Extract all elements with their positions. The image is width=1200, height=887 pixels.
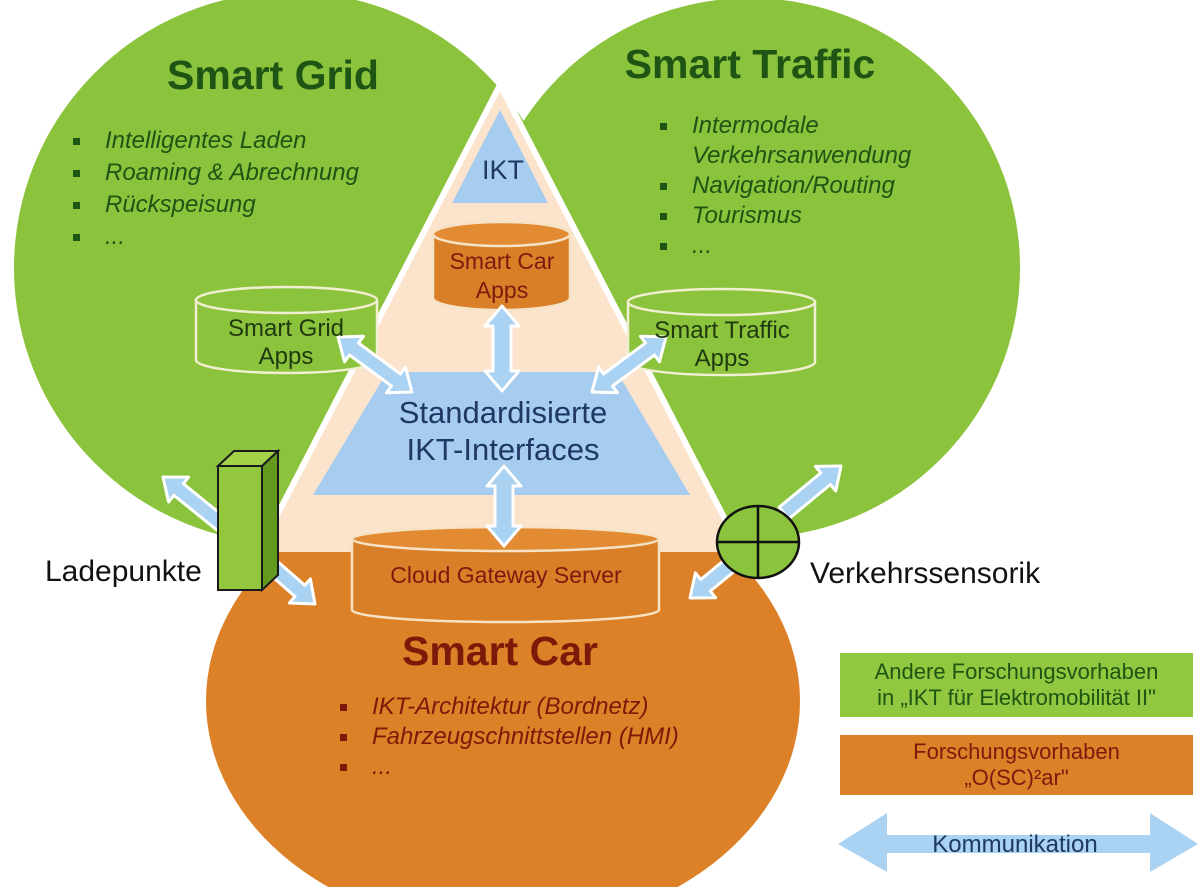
ikt-triangle — [452, 110, 548, 203]
bullet-icon — [340, 734, 347, 741]
legend-orange-line1: Forschungsvorhaben — [913, 739, 1120, 764]
smart-grid-title: Smart Grid — [167, 52, 379, 98]
list-item-label: Intelligentes Laden — [105, 127, 307, 154]
ikt-interfaces-line1: Standardisierte — [398, 395, 608, 430]
legend-oscar-project: Forschungsvorhaben „O(SC)²ar" — [840, 735, 1193, 795]
bullet-icon — [340, 704, 347, 711]
smart-traffic-apps-line1: Smart Traffic — [654, 317, 790, 344]
legend-green-line1: Andere Forschungsvorhaben — [874, 659, 1159, 684]
bullet-icon — [73, 202, 80, 209]
smart-traffic-list: Intermodale Verkehrsanwendung Navigation… — [660, 112, 911, 262]
list-item-label: Rückspeisung — [105, 191, 256, 218]
smart-traffic-title: Smart Traffic — [624, 41, 876, 87]
ikt-interfaces-trapezoid — [313, 372, 690, 495]
legend-other-projects: Andere Forschungsvorhaben in „IKT für El… — [840, 653, 1193, 717]
ikt-interfaces-line2: IKT-Interfaces — [406, 432, 600, 467]
list-item: Rückspeisung — [73, 191, 359, 223]
smart-grid-apps-top — [194, 285, 379, 315]
list-item: ... — [73, 223, 359, 255]
list-item-label: Fahrzeugschnittstellen (HMI) — [372, 723, 679, 750]
cloud-gateway-server-label: Cloud Gateway Server — [390, 562, 622, 588]
smart-grid-apps-cylinder — [194, 285, 379, 375]
bullet-icon — [73, 170, 80, 177]
charging-station-box-icon — [215, 448, 281, 593]
arrow-traffic-apps-interfaces-icon — [590, 334, 668, 395]
list-item: ... — [340, 753, 679, 783]
list-item-label: Navigation/Routing — [692, 172, 895, 199]
list-item-label: Intermodale — [692, 112, 819, 139]
smart-traffic-apps-top — [626, 287, 817, 317]
list-item: IKT-Architektur (Bordnetz) — [340, 693, 679, 723]
verkehrssensorik-label: Verkehrssensorik — [810, 557, 1041, 590]
charging-box-front — [217, 465, 263, 591]
list-item-label: IKT-Architektur (Bordnetz) — [372, 693, 649, 720]
bullet-icon — [73, 138, 80, 145]
list-item: Intelligentes Laden — [73, 127, 359, 159]
smart-grid-apps-line1: Smart Grid — [227, 315, 344, 342]
bullet-icon — [340, 764, 347, 771]
legend-orange-line2: „O(SC)²ar" — [964, 765, 1069, 790]
charging-box-side — [261, 448, 279, 593]
smart-car-apps-cylinder — [431, 220, 572, 312]
list-item-label: Tourismus — [692, 202, 802, 229]
bullet-icon — [660, 213, 667, 220]
smart-car-list: IKT-Architektur (Bordnetz) Fahrzeugschni… — [340, 693, 679, 783]
smart-car-apps-line2: Apps — [475, 277, 529, 303]
smart-car-apps-label: Smart Car Apps — [422, 247, 582, 305]
smart-grid-apps-label: Smart Grid Apps — [191, 315, 381, 371]
list-item: Verkehrsanwendung — [660, 142, 911, 172]
list-item: Navigation/Routing — [660, 172, 911, 202]
cloud-gateway-body — [350, 537, 661, 624]
list-item-label: ... — [372, 753, 393, 780]
arrow-interfaces-gateway-icon — [485, 464, 523, 548]
list-item: Intermodale — [660, 112, 911, 142]
smart-grid-apps-line2: Apps — [258, 343, 314, 370]
smart-traffic-apps-cylinder — [626, 287, 817, 377]
bullet-icon — [660, 183, 667, 190]
smart-car-apps-top — [431, 220, 572, 248]
traffic-sensor-icon — [715, 504, 801, 580]
arrow-grid-apps-interfaces-icon — [336, 334, 414, 395]
list-item-label: Roaming & Abrechnung — [105, 159, 359, 186]
bullet-icon — [660, 123, 667, 130]
smart-traffic-apps-line2: Apps — [694, 345, 750, 372]
bullet-icon — [660, 243, 667, 250]
list-item: Roaming & Abrechnung — [73, 159, 359, 191]
smart-grid-list: Intelligentes Laden Roaming & Abrechnung… — [73, 127, 359, 255]
kommunikation-arrow-icon — [838, 813, 1198, 872]
list-item-label: Verkehrsanwendung — [692, 142, 912, 169]
ikt-interfaces-label: Standardisierte IKT-Interfaces — [353, 394, 653, 468]
list-item: Fahrzeugschnittstellen (HMI) — [340, 723, 679, 753]
list-item-label: ... — [692, 232, 713, 259]
list-item: Tourismus — [660, 202, 911, 232]
ladepunkte-label: Ladepunkte — [45, 555, 202, 588]
bullet-icon — [73, 234, 80, 241]
arrow-car-apps-interfaces-icon — [483, 304, 521, 393]
ikt-label: IKT — [481, 155, 524, 185]
smart-traffic-apps-label: Smart Traffic Apps — [622, 317, 822, 373]
list-item: ... — [660, 232, 911, 262]
legend-green-line2: in „IKT für Elektromobilität II" — [877, 685, 1156, 710]
smart-car-title: Smart Car — [402, 628, 598, 674]
list-item-label: ... — [105, 223, 126, 250]
smart-car-apps-line1: Smart Car — [449, 248, 555, 274]
kommunikation-label: Kommunikation — [932, 831, 1098, 858]
